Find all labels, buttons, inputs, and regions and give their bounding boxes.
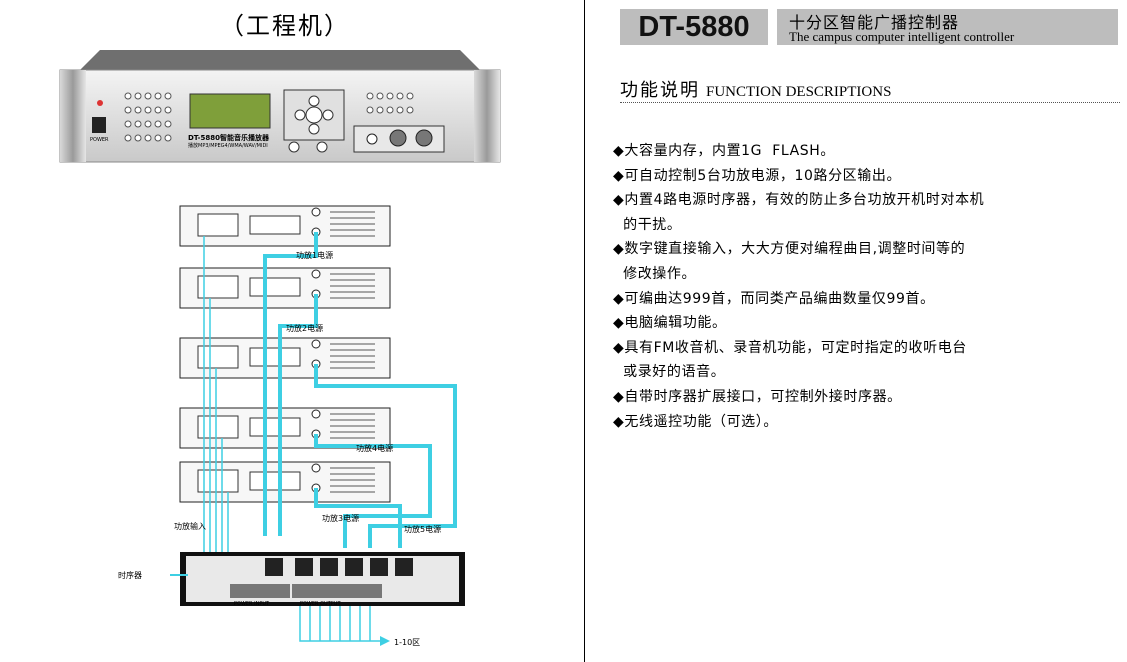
power-input-label: POWER INPUT [234,601,270,607]
model-number: DT-5880 [620,9,768,45]
feature-item: 或录好的语音。 [613,364,726,381]
feature-item: ◆无线遥控功能（可选）。 [613,413,778,430]
device-front-panel [59,50,501,163]
feature-item: ◆可编曲达999首，而同类产品编曲数量仅99首。 [613,290,935,307]
feature-item: ◆具有FM收音机、录音机功能，可定时指定的收听电台 [613,339,967,356]
subtitle-chinese: 十分区智能广播控制器 [789,13,960,32]
power-output-label: POWER OUTPUT [300,601,341,607]
device-format-line: 播放MP3/MPEG4/WMA/WAV/MIDI [188,143,268,149]
section-title: 功能说明 FUNCTION DESCRIPTIONS [620,76,891,102]
amp4-power-label: 功放4电源 [356,444,394,453]
feature-item: ◆电脑编辑功能。 [613,315,727,332]
feature-item: 修改操作。 [613,265,697,282]
left-page-title: （工程机） [220,12,350,40]
page-divider [584,0,585,662]
dotted-rule [620,102,1120,103]
amp3-power-label: 功放3电源 [322,514,360,523]
feature-item: ◆数字键直接输入，大大方便对编程曲目,调整时间等的 [613,241,966,258]
subtitle-box [777,9,1118,45]
feature-item: 的干扰。 [613,216,682,233]
feature-item: ◆自带时序器扩展接口，可控制外接时序器。 [613,388,902,405]
amp5-power-label: 功放5电源 [404,525,442,534]
feature-list: ◆大容量内存，内置1G FLASH。 ◆可自动控制5台功放电源，10路分区输出。… [613,139,1113,434]
subtitle-english: The campus computer intelligent controll… [789,29,1015,44]
amp2-power-label: 功放2电源 [286,324,324,333]
zones-label: 1-10区 [394,638,421,647]
amp1-power-label: 功放1电源 [296,251,334,260]
amp-input-label: 功放输入 [174,522,206,531]
sequencer-label: 时序器 [118,571,142,580]
feature-item: ◆内置4路电源时序器，有效的防止多台功放开机时对本机 [613,192,985,209]
wiring-diagram [170,205,465,646]
power-label: POWER [90,137,109,143]
feature-item: ◆可自动控制5台功放电源，10路分区输出。 [613,167,902,184]
section-title-en: FUNCTION DESCRIPTIONS [706,84,892,100]
feature-item: ◆大容量内存，内置1G FLASH。 [613,143,835,159]
section-title-cn: 功能说明 [620,80,700,101]
device-brand-line: DT-5880智能音乐播放器 [188,134,269,142]
